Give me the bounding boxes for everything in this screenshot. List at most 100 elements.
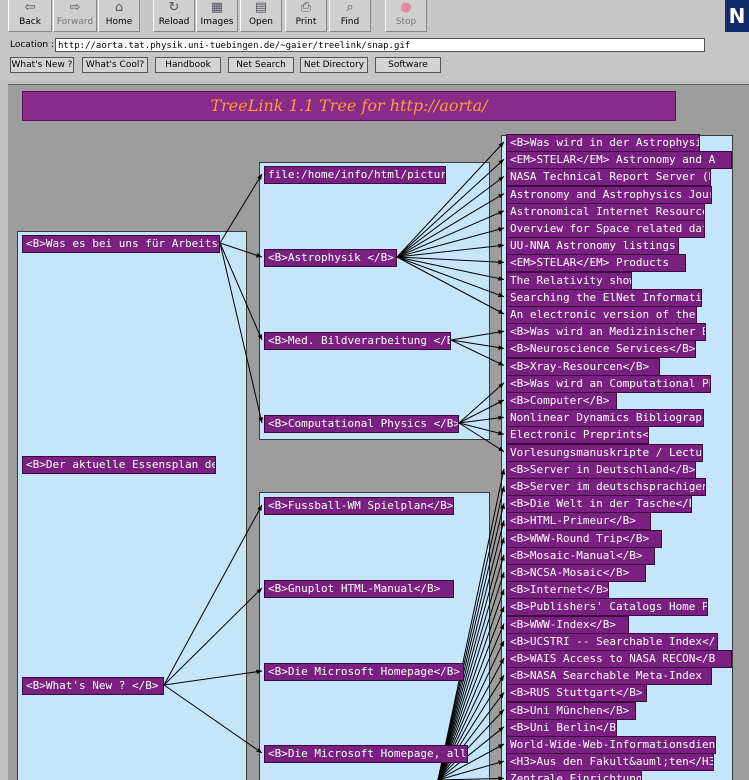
tree-edge — [437, 537, 505, 780]
software-button[interactable]: Software — [375, 57, 441, 73]
leaf-node[interactable]: Astronomical Internet Resources — [506, 202, 705, 221]
edge-arrowhead — [499, 606, 505, 613]
leaf-node[interactable]: NASA Technical Report Server (N — [506, 168, 711, 187]
tree-edge — [437, 520, 505, 780]
leaf-node[interactable]: <EM>STELAR</EM> Products — [506, 254, 686, 273]
tree-edge — [437, 726, 505, 780]
leaf-node[interactable]: <B>UCSTRI -- Searchable Index</ — [506, 632, 718, 651]
home-button[interactable]: ⌂Home — [98, 0, 140, 32]
forward-button[interactable]: ⇨Forward — [53, 0, 97, 32]
mid-node[interactable]: <B>Fussball-WM Spielplan</B> — [264, 497, 454, 515]
edge-arrowhead — [498, 744, 504, 749]
tree-edge — [396, 227, 505, 258]
leaf-node[interactable]: <B>Xray-Resourcen</B> — [506, 357, 660, 376]
mid-node[interactable]: <B>Die Microsoft Homepage</B> — [264, 663, 464, 681]
leaf-node[interactable]: Overview for Space related data — [506, 220, 705, 238]
leaf-node[interactable]: World-Wide-Web-Informationsdien — [506, 736, 716, 754]
tree-edge — [396, 141, 505, 258]
leaf-node[interactable]: <B>Server in Deutschland</B> — [506, 460, 696, 479]
find-icon: ⌕ — [346, 0, 354, 15]
mid-node[interactable]: <B>Astrophysik </B> — [264, 249, 397, 267]
whats-new-button[interactable]: What's New ? — [10, 57, 74, 73]
leaf-node[interactable]: <B>Was wird an Computational Ph — [506, 374, 711, 393]
open-button[interactable]: ▤Open — [240, 0, 282, 32]
print-button[interactable]: ⎙Print — [285, 0, 327, 32]
mid-node[interactable]: file:/home/info/html/pictures/g — [264, 166, 446, 184]
leaf-node[interactable]: <B>Internet</B> — [506, 581, 609, 600]
leaf-node[interactable]: UU-NNA Astronomy listings — [506, 237, 679, 256]
tree-edge — [163, 684, 263, 754]
tree-edge — [219, 173, 263, 244]
mid-node[interactable]: <B>Gnuplot HTML-Manual</B> — [264, 580, 454, 598]
location-input[interactable]: http://aorta.tat.physik.uni-tuebingen.de… — [55, 38, 705, 52]
stop-button[interactable]: ●Stop — [385, 0, 427, 32]
mid-node[interactable]: <B>Computational Physics </B> — [264, 415, 459, 433]
open-icon: ▤ — [254, 0, 268, 15]
back-label: Back — [19, 17, 41, 27]
leaf-node[interactable]: <B>WWW-Index</B> — [506, 615, 629, 634]
mid-node[interactable]: <B>Med. Bildverarbeitung </B> — [264, 332, 451, 350]
edge-arrowhead — [498, 382, 504, 389]
root-node[interactable]: <B>Was es bei uns für Arbeitsgr — [22, 235, 220, 253]
leaf-node[interactable]: <EM>STELAR</EM> Astronomy and A — [506, 151, 732, 170]
whats-cool-button[interactable]: What's Cool? — [82, 57, 148, 73]
leaf-node[interactable]: <B>Publishers' Catalogs Home Pa — [506, 598, 708, 617]
leaf-node[interactable]: <B>Computer</B> — [506, 392, 617, 410]
edge-arrowhead — [498, 709, 504, 716]
leaf-node[interactable]: <B>Mosaic-Manual</B> — [506, 546, 655, 565]
leaf-node[interactable]: Nonlinear Dynamics Bibliography — [506, 409, 704, 428]
edge-arrowhead — [498, 259, 504, 265]
leaf-node[interactable]: Electronic Preprints<P> — [506, 426, 649, 445]
tree-edge — [458, 422, 505, 453]
tree-edge — [450, 339, 505, 349]
find-button[interactable]: ⌕Find — [329, 0, 371, 32]
tree-edge — [437, 554, 505, 780]
leaf-node[interactable]: <B>Uni München</B> — [506, 701, 636, 720]
leaf-node[interactable]: <B>RUS Stuttgart</B> — [506, 684, 647, 703]
leaf-node[interactable]: <B>Neuroscience Services</B> — [506, 340, 696, 359]
leaf-node[interactable]: <H3>Aus den Fakult&auml;ten</H3 — [506, 753, 714, 772]
leaf-node[interactable]: <B>Was wird in der Astrophysik — [506, 134, 700, 152]
leaf-node[interactable]: <B>Uni Berlin</B> — [506, 718, 617, 737]
root-node[interactable]: <B>What's New ? </B> — [22, 677, 164, 695]
back-button[interactable]: ⇦Back — [8, 0, 52, 32]
reload-button[interactable]: ↻Reload — [153, 0, 195, 32]
handbook-button[interactable]: Handbook — [155, 57, 221, 73]
leaf-node[interactable]: Searching the ElNet Information — [506, 288, 702, 307]
images-button[interactable]: ▦Images — [196, 0, 238, 32]
location-label: Location : — [10, 40, 54, 50]
tree-edge — [437, 485, 505, 780]
tree-edge — [396, 256, 505, 281]
leaf-node[interactable]: The Relativity show — [506, 271, 632, 290]
net-search-button[interactable]: Net Search — [228, 57, 294, 73]
edge-arrowhead — [499, 623, 505, 630]
leaf-node[interactable]: <B>Die Welt in der Tasche</B> — [506, 495, 692, 514]
tree-edge — [396, 256, 505, 315]
edge-arrowhead — [257, 505, 262, 511]
net-directory-button[interactable]: Net Directory — [300, 57, 368, 73]
leaf-node[interactable]: <B>WWW-Round Trip</B> — [506, 529, 662, 548]
leaf-node[interactable]: <B>NASA Searchable Meta-Index — [506, 667, 712, 686]
mid-node[interactable]: <B>Die Microsoft Homepage, alle — [264, 745, 468, 763]
root-node[interactable]: <B>Der aktuelle Essensplan der — [22, 456, 216, 474]
tree-edge — [458, 399, 505, 424]
edge-arrowhead — [257, 334, 262, 340]
leaf-node[interactable]: <B>NCSA-Mosaic</B> — [506, 564, 646, 582]
leaf-node[interactable]: Zentrale Einrichtungen — [506, 770, 642, 780]
edge-arrowhead — [498, 142, 504, 148]
tree-edge — [219, 242, 263, 341]
tree-edge — [458, 382, 505, 424]
leaf-node[interactable]: <B>Was wird an Medizinischer Bi — [506, 323, 706, 342]
leaf-node[interactable]: An electronic version of the CV — [506, 306, 697, 324]
edge-arrowhead — [498, 415, 504, 421]
edge-arrowhead — [498, 400, 504, 405]
edge-arrowhead — [256, 747, 262, 753]
leaf-node[interactable]: <B>HTML-Primeur</B> — [506, 512, 651, 531]
leaf-node[interactable]: <B>Server im deutschsprachigen — [506, 478, 706, 496]
leaf-node[interactable]: Astronomy and Astrophysics Jour — [506, 185, 712, 204]
forward-label: Forward — [56, 17, 94, 27]
print-label: Print — [295, 17, 317, 27]
leaf-node[interactable]: Vorlesungsmanuskripte / Lecture — [506, 443, 703, 462]
leaf-node[interactable]: <B>WAIS Access to NASA RECON</B — [506, 650, 732, 668]
tree-edge — [396, 158, 505, 258]
